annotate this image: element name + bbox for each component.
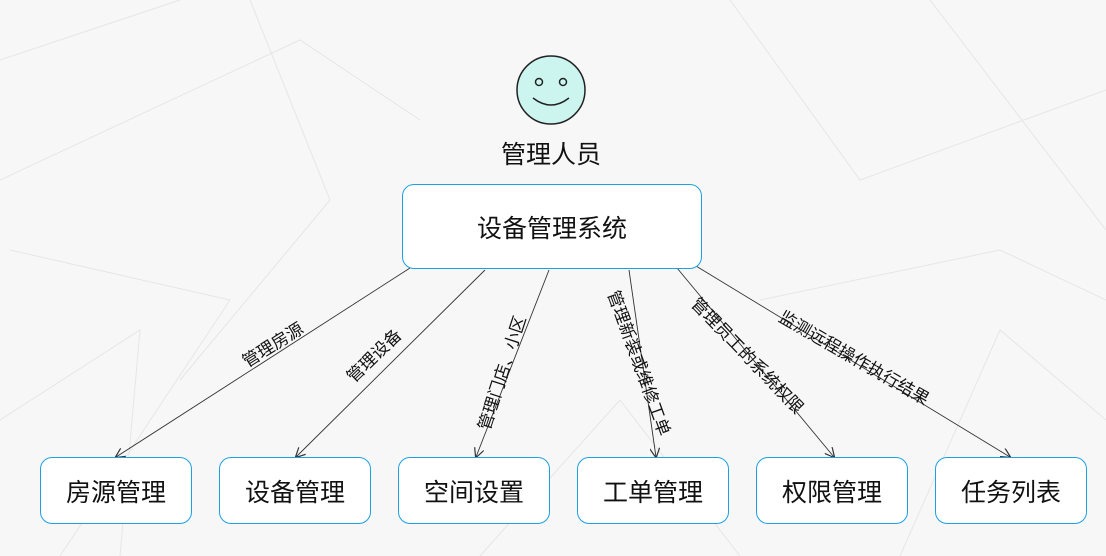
actor-label: 管理人员 [500,140,601,169]
connector-arrow-permission [676,267,834,457]
system-node: 设备管理系统 [402,184,702,269]
connector-arrow-space [476,269,550,457]
module-permission: 权限管理 [756,457,908,524]
connector-arrow-task [695,265,1010,457]
module-device: 设备管理 [219,457,371,524]
smiley-face-icon [516,55,586,125]
connector-arrow-workorder [628,269,656,457]
module-workorder: 工单管理 [577,457,729,524]
connector-arrow-house [116,267,411,457]
connector-arrow-device [296,269,486,457]
module-space: 空间设置 [398,457,550,524]
module-task: 任务列表 [935,457,1087,524]
module-house: 房源管理 [40,457,192,524]
